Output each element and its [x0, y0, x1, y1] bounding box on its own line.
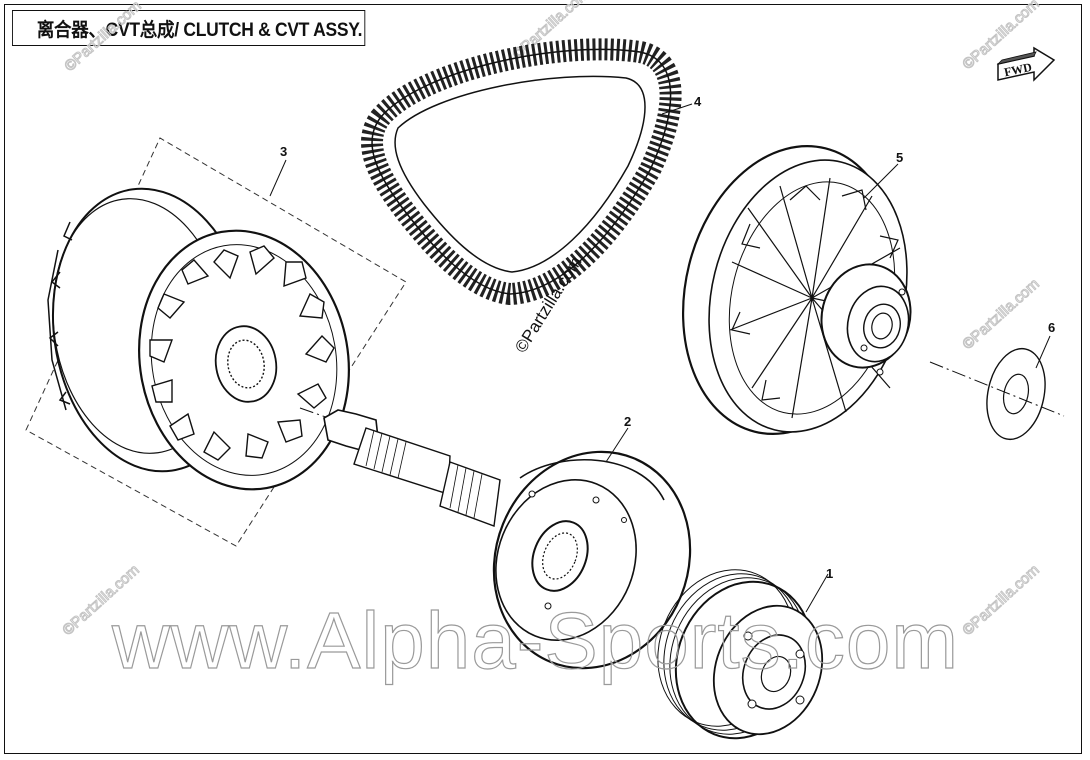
drawing-frame [4, 4, 1082, 754]
callout-5: 5 [896, 150, 903, 165]
callout-6: 6 [1048, 320, 1055, 335]
drive-pulley-assembly [25, 137, 407, 547]
watermark-text: ©Partzilla.com [959, 275, 1042, 352]
callout-2: 2 [624, 414, 631, 429]
fwd-label: FWD [1003, 60, 1034, 80]
diagram-title: 离合器、CVT总成/ CLUTCH & CVT ASSY. [12, 10, 366, 46]
fan-blades [149, 245, 335, 461]
washer [986, 347, 1046, 441]
watermark-text: ©Partzilla.com [959, 561, 1042, 638]
callout-4: 4 [694, 94, 702, 109]
clutch-housing-and-shaft [299, 407, 692, 670]
fwd-arrow-icon: FWD [996, 46, 1056, 82]
clutch-assembly [657, 569, 824, 740]
cvt-belt [361, 38, 682, 306]
leader-lines [269, 103, 1051, 613]
watermark-large: www.Alpha-Sports.com [111, 596, 959, 685]
driven-pulley-assembly [681, 145, 912, 435]
centerline [929, 361, 1065, 417]
callout-3: 3 [280, 144, 287, 159]
callout-1: 1 [826, 566, 833, 581]
watermark-text: ©Partzilla.com [61, 0, 144, 75]
